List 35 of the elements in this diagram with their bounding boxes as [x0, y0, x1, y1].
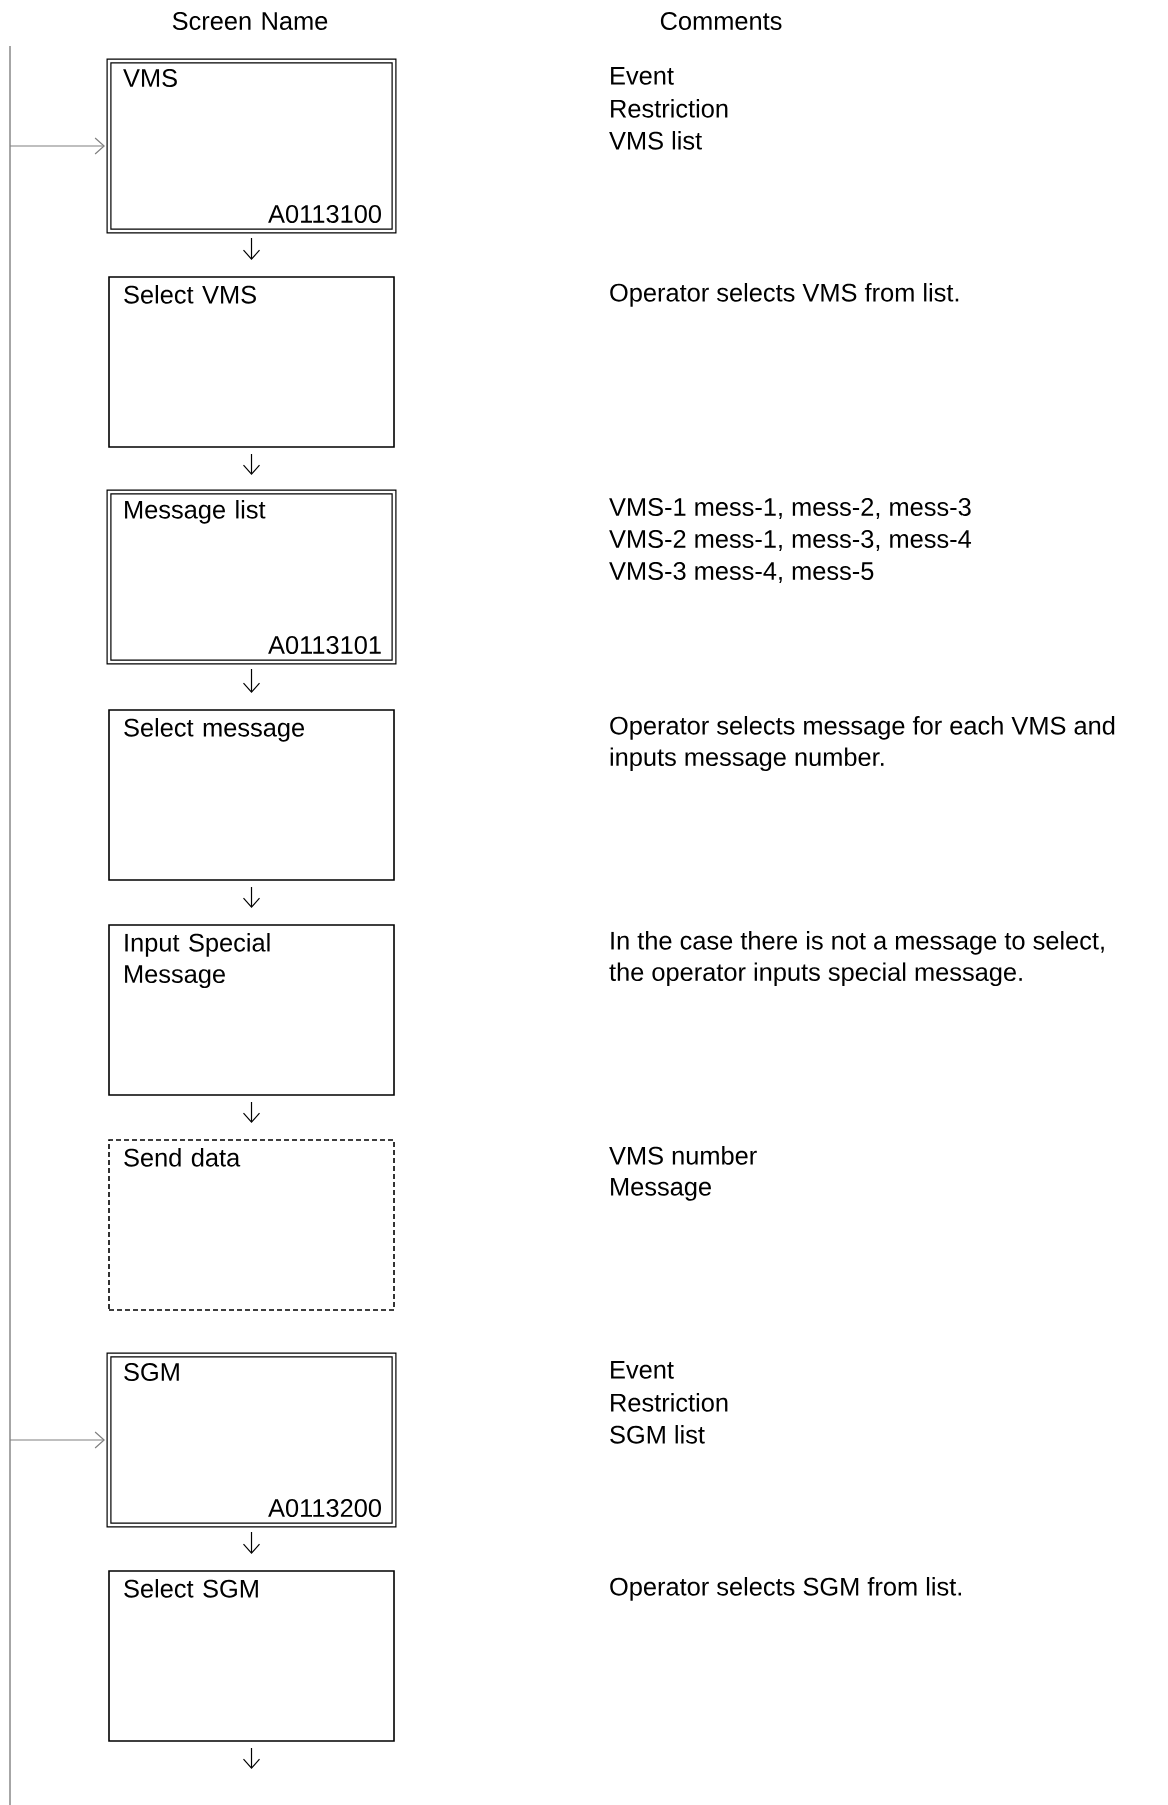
- branch-arrow: [9, 1431, 105, 1449]
- action-box: Select message: [108, 709, 395, 881]
- comment-text: VMS-2 mess-1, mess-3, mess-4: [609, 530, 972, 551]
- comment-text: SGM list: [610, 1425, 705, 1444]
- flow-arrow: [242, 1747, 261, 1770]
- action-box: Input Special Message: [108, 924, 395, 1096]
- flow-arrow: [242, 668, 261, 693]
- column-header: Comments: [660, 12, 782, 30]
- branch-arrow: [9, 137, 105, 155]
- comment-text: VMS list: [609, 131, 702, 150]
- comment-text: VMS number: [609, 1146, 757, 1165]
- comment-text: Event: [611, 1361, 674, 1379]
- action-box: Select VMS: [108, 276, 395, 448]
- comment-text: Message: [611, 1178, 711, 1201]
- screen-box: VMS A0113100: [106, 58, 397, 234]
- flow-arrow: [242, 237, 261, 260]
- comment-text: VMS-1 mess-1, mess-2, mess-3: [609, 498, 971, 519]
- comment-text: Operator selects VMS from list.: [610, 283, 959, 307]
- column-header: Screen Name: [172, 12, 328, 30]
- comment-text: Operator selects SGM from list.: [610, 1577, 961, 1601]
- data-box: Send data: [108, 1139, 395, 1311]
- comment-text: In the case there is not a message to select, the operator inputs special message.: [609, 931, 1104, 987]
- action-box: Select SGM: [108, 1570, 395, 1742]
- comment-text: Restriction: [611, 99, 728, 118]
- comment-text: Event: [611, 67, 674, 85]
- comment-text: VMS-3 mess-4, mess-5: [609, 562, 874, 583]
- flow-arrow: [242, 1101, 261, 1123]
- comment-text: Operator selects message for each VMS and inputs message number.: [610, 716, 1115, 772]
- screen-box: SGM A0113200: [106, 1352, 397, 1528]
- flow-arrow: [242, 1531, 261, 1555]
- flow-arrow: [242, 886, 261, 908]
- trunk-line: [9, 45, 11, 1805]
- screen-box: Message list A0113101: [106, 489, 397, 665]
- comment-text: Restriction: [611, 1393, 728, 1412]
- flow-arrow: [242, 453, 261, 475]
